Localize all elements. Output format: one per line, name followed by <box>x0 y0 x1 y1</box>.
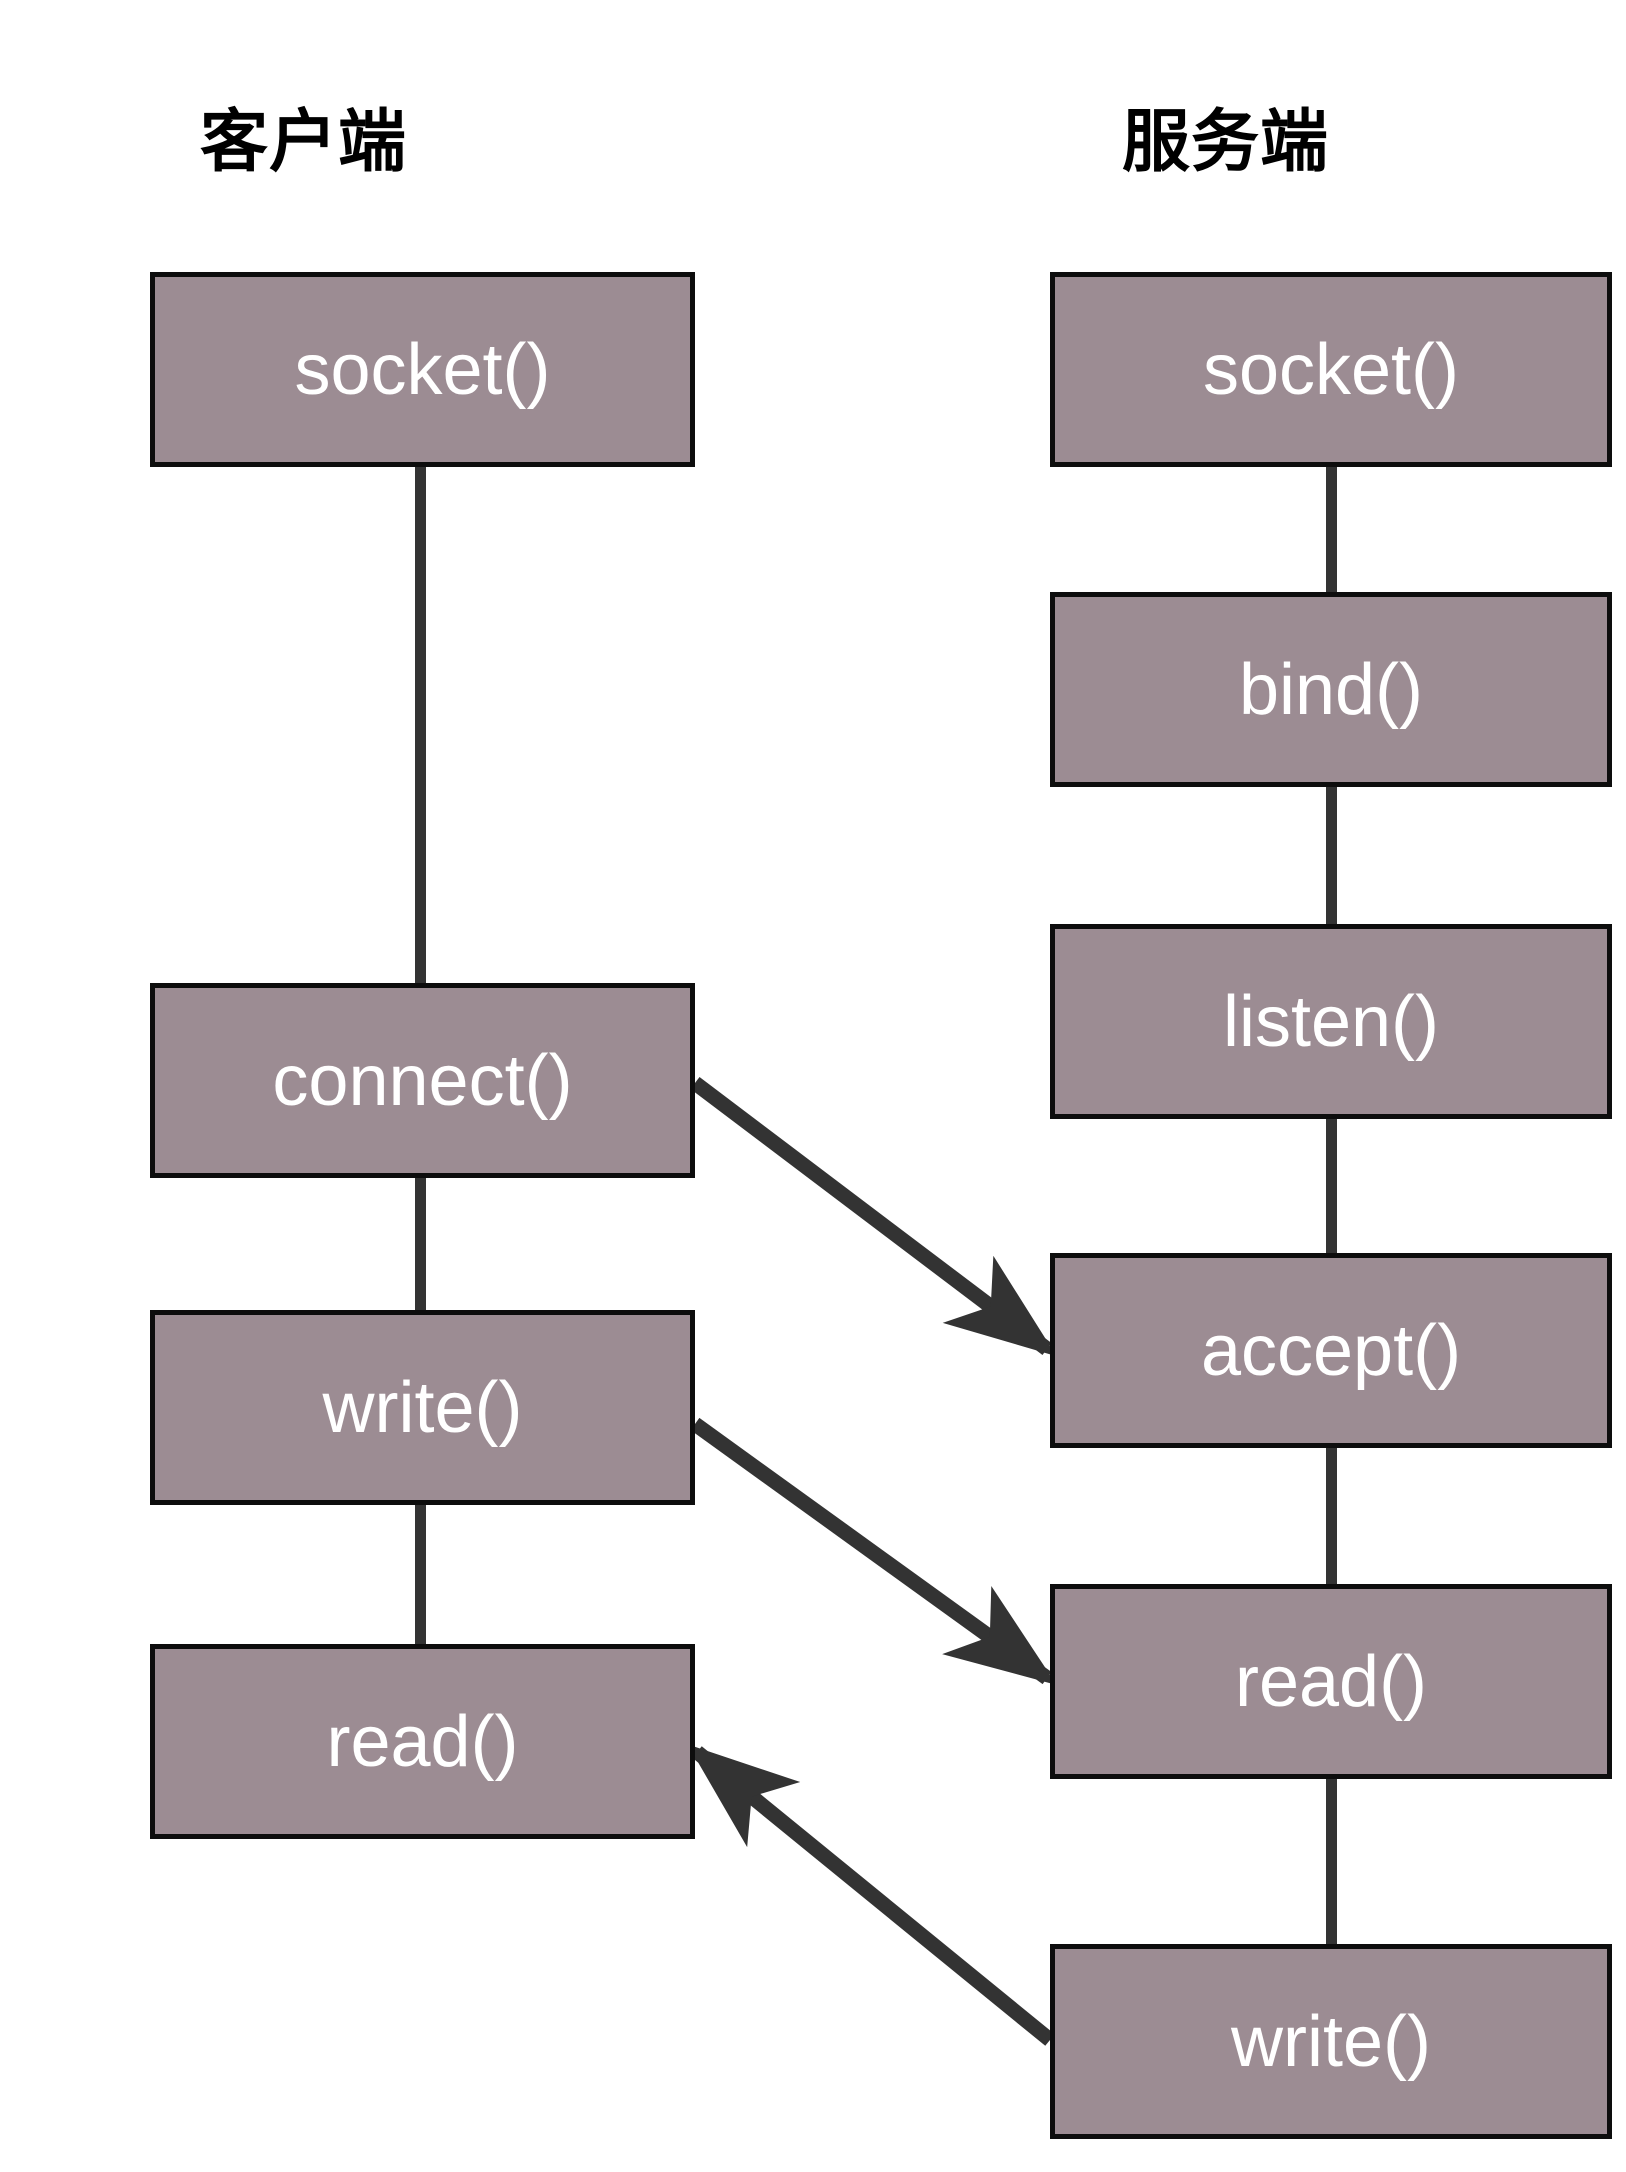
client-step-read-label: read() <box>326 1701 519 1782</box>
server-step-accept-label: accept() <box>1200 1310 1462 1391</box>
client-step-connect-label: connect() <box>272 1040 573 1121</box>
arrow-client-write-to-server-read <box>690 1417 1057 1686</box>
server-connector-listen-accept <box>1326 1116 1337 1259</box>
server-step-bind-label: bind() <box>1238 649 1424 730</box>
server-step-read[interactable]: read() <box>1050 1584 1612 1779</box>
server-column-title: 服务端 <box>1122 104 1330 180</box>
client-step-connect[interactable]: connect() <box>150 983 695 1178</box>
server-connector-socket-bind <box>1326 460 1337 598</box>
arrow-connect-to-accept <box>690 1077 1057 1357</box>
client-connector-connect-write <box>415 1172 426 1316</box>
server-step-bind[interactable]: bind() <box>1050 592 1612 787</box>
client-step-read[interactable]: read() <box>150 1644 695 1839</box>
arrow-server-write-to-client-read <box>687 1744 1055 2046</box>
client-step-socket[interactable]: socket() <box>150 272 695 467</box>
server-step-write[interactable]: write() <box>1050 1944 1612 2139</box>
server-connector-read-write <box>1326 1774 1337 1950</box>
server-step-read-label: read() <box>1234 1641 1428 1722</box>
client-step-write-label: write() <box>322 1367 523 1448</box>
client-column-title: 客户端 <box>200 104 408 180</box>
server-step-write-label: write() <box>1231 2001 1431 2082</box>
client-connector-write-read <box>415 1486 426 1650</box>
server-connector-accept-read <box>1326 1444 1337 1590</box>
server-step-socket[interactable]: socket() <box>1050 272 1612 467</box>
client-step-socket-label: socket() <box>294 329 551 410</box>
server-step-accept[interactable]: accept() <box>1050 1253 1612 1448</box>
client-connector-socket-connect <box>415 462 426 988</box>
server-connector-bind-listen <box>1326 784 1337 930</box>
server-step-listen-label: listen() <box>1222 981 1440 1062</box>
client-step-write[interactable]: write() <box>150 1310 695 1505</box>
server-step-listen[interactable]: listen() <box>1050 924 1612 1119</box>
server-step-socket-label: socket() <box>1202 329 1460 410</box>
